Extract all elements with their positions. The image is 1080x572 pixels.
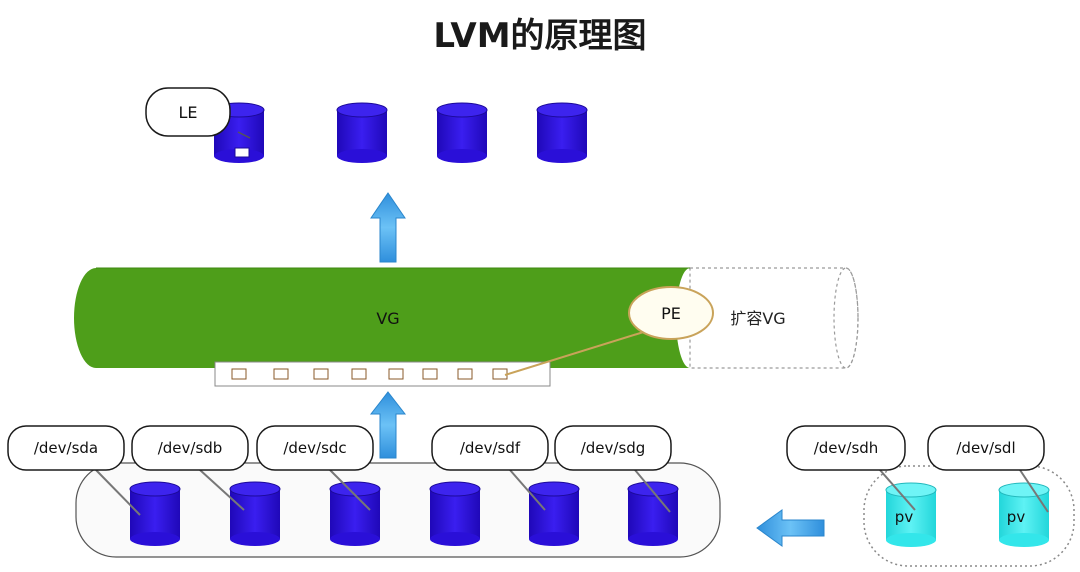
device-label: /dev/sdc [283, 439, 346, 457]
pv-disk-sdc [329, 481, 381, 546]
pe-block [457, 368, 473, 380]
device-callout-sda: /dev/sda [7, 425, 141, 516]
pe-block [388, 368, 404, 380]
pv-disk-sdg [627, 481, 679, 546]
device-callout-sdh: /dev/sdh [786, 425, 916, 511]
device-label: /dev/sdb [158, 439, 223, 457]
pe-block [231, 368, 247, 380]
device-label: /dev/sdg [581, 439, 646, 457]
device-label: /dev/sda [34, 439, 98, 457]
le-disk-4 [536, 102, 588, 163]
le-disk-2 [336, 102, 388, 163]
device-callout-sdc: /dev/sdc [256, 425, 374, 511]
up-arrow-to-le [370, 192, 406, 263]
pe-block [313, 368, 329, 380]
vg-label: VG [376, 309, 399, 328]
pv-disk-sda [129, 481, 181, 546]
le-label: LE [178, 103, 197, 122]
new-pv-disk-sdl: pv [998, 482, 1050, 547]
up-arrow-to-vg [369, 391, 407, 459]
device-callout-sdl: /dev/sdl [927, 425, 1049, 513]
vg-expansion-area: 扩容VG [689, 267, 859, 369]
device-label: /dev/sdl [956, 439, 1015, 457]
pe-block [273, 368, 289, 380]
volume-group: VG [74, 267, 690, 368]
pe-block [351, 368, 367, 380]
pv-disk-unlabeled [429, 481, 481, 546]
device-callout-sdg: /dev/sdg [554, 425, 672, 513]
pv-disk-sdf [528, 481, 580, 546]
pv-disks [129, 481, 679, 546]
device-label: /dev/sdh [814, 439, 879, 457]
left-arrow-add-pv [756, 509, 825, 547]
le-callout: LE [145, 87, 251, 139]
pv-disk-sdb [229, 481, 281, 546]
pv-label: pv [1007, 508, 1026, 526]
diagram-title-overlay: LVM的原理图 [433, 16, 647, 56]
le-disk-3 [436, 102, 488, 163]
expand-vg-label: 扩容VG [730, 309, 785, 328]
pe-strip [214, 361, 551, 387]
device-callout-sdb: /dev/sdb [131, 425, 249, 511]
le-extent-block [234, 147, 250, 158]
pe-label: PE [661, 304, 681, 323]
pv-label: pv [895, 508, 914, 526]
pe-callout: PE [504, 286, 714, 376]
new-pv-disk-sdh: pv [885, 482, 937, 547]
device-label: /dev/sdf [460, 439, 521, 457]
device-callout-sdf: /dev/sdf [431, 425, 549, 511]
pe-block [422, 368, 438, 380]
